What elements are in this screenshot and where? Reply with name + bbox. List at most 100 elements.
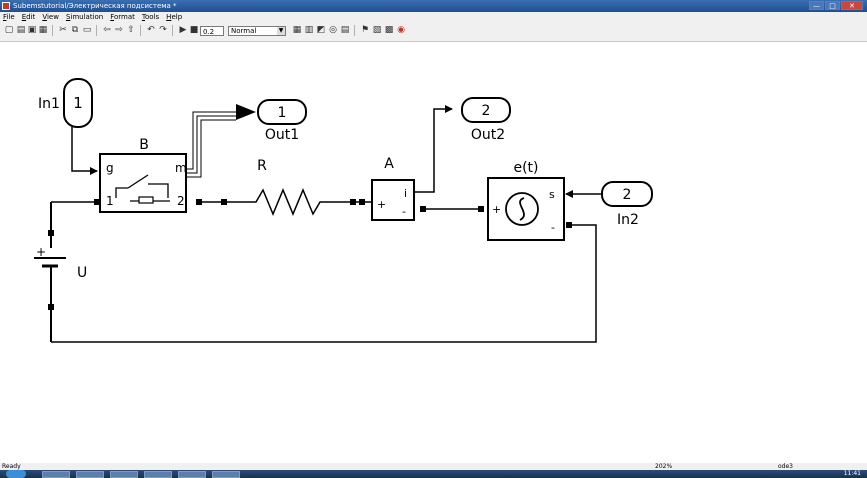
- open-icon[interactable]: ▤: [16, 25, 26, 35]
- taskbar-item[interactable]: [178, 471, 206, 478]
- toolbar-separator: [140, 25, 141, 36]
- resistor-name: R: [257, 158, 267, 174]
- signal-icon[interactable]: ▧: [372, 25, 382, 35]
- close-button[interactable]: ✕: [841, 1, 863, 10]
- out2-port[interactable]: 2: [461, 97, 511, 123]
- back-icon[interactable]: ⇦: [103, 25, 111, 35]
- in1-label: In1: [38, 96, 60, 112]
- in1-number: 1: [73, 94, 83, 112]
- ammeter-port-plus: +: [377, 198, 386, 211]
- in2-number: 2: [623, 187, 632, 203]
- title-bar: Subemstutorial/Электрическая подсистема …: [0, 0, 867, 12]
- toolbar-separator: [52, 25, 53, 36]
- menu-bar: File Edit View Simulation Format Tools H…: [0, 12, 867, 22]
- solver-name: ode3: [778, 463, 793, 470]
- ammeter-block[interactable]: + i -: [371, 179, 415, 221]
- simulation-mode-value: Normal: [231, 27, 257, 35]
- debug-icon[interactable]: ◩: [316, 25, 326, 35]
- config-icon[interactable]: ⚑: [360, 25, 370, 35]
- undo-icon[interactable]: ↶: [147, 25, 155, 35]
- breaker-port-2: 2: [177, 194, 185, 208]
- out2-number: 2: [482, 103, 491, 119]
- redo-icon[interactable]: ↷: [159, 25, 167, 35]
- menu-edit[interactable]: Edit: [21, 13, 36, 21]
- cut-icon[interactable]: ✂: [59, 25, 67, 35]
- toolbar-separator: [96, 25, 97, 36]
- signal-line[interactable]: [414, 105, 453, 193]
- model-canvas[interactable]: 1 In1 g m 1 2 B 1 Out1: [0, 42, 867, 463]
- source-port-minus: -: [551, 221, 555, 234]
- out1-label: Out1: [265, 127, 299, 143]
- wire[interactable]: [51, 224, 597, 343]
- toolbar-separator: [354, 25, 355, 36]
- toolbar-separator: [172, 25, 173, 36]
- status-bar: Ready 202% ode3: [0, 463, 867, 470]
- stop-time-input[interactable]: 0.2: [200, 26, 224, 36]
- toolbar: ▢ ▤ ▣ ▦ ✂ ⧉ ▭ ⇦ ⇨ ⇧ ↶ ↷ ▶ ■ 0.2 Normal ▼…: [0, 22, 867, 42]
- forward-icon[interactable]: ⇨: [115, 25, 123, 35]
- out1-port[interactable]: 1: [257, 99, 307, 125]
- menu-file[interactable]: File: [3, 13, 15, 21]
- menu-format[interactable]: Format: [110, 13, 135, 21]
- stop-icon[interactable]: ■: [189, 25, 199, 35]
- taskbar-item[interactable]: [42, 471, 70, 478]
- app-icon: [2, 2, 10, 10]
- ammeter-port-minus: -: [402, 205, 406, 218]
- taskbar-item[interactable]: [144, 471, 172, 478]
- battery-block[interactable]: +: [34, 202, 66, 342]
- simulation-mode-select[interactable]: Normal ▼: [228, 26, 286, 36]
- new-icon[interactable]: ▢: [4, 25, 14, 35]
- menu-help[interactable]: Help: [166, 13, 183, 21]
- battery-plus-sign: +: [36, 245, 46, 259]
- print-icon[interactable]: ▦: [38, 25, 48, 35]
- up-icon[interactable]: ⇧: [127, 25, 135, 35]
- signal-line[interactable]: [71, 127, 98, 175]
- breaker-port-1: 1: [106, 194, 114, 208]
- out2-label: Out2: [471, 127, 505, 143]
- taskbar-item[interactable]: [110, 471, 138, 478]
- ammeter-name: A: [384, 156, 394, 172]
- save-icon[interactable]: ▣: [27, 25, 37, 35]
- target-icon[interactable]: ◉: [397, 25, 405, 35]
- record-icon[interactable]: ▩: [384, 25, 394, 35]
- taskbar: 11:41: [0, 470, 867, 478]
- start-button[interactable]: [6, 470, 26, 478]
- resistor-block[interactable]: [236, 188, 350, 216]
- out1-number: 1: [278, 105, 287, 121]
- paste-icon[interactable]: ▭: [82, 25, 92, 35]
- breaker-block[interactable]: g m 1 2: [99, 153, 187, 213]
- voltage-source-block[interactable]: + s -: [487, 177, 565, 241]
- source-port-s: s: [549, 188, 555, 201]
- start-icon[interactable]: ▶: [179, 25, 187, 35]
- status-text: Ready: [2, 463, 21, 470]
- taskbar-clock: 11:41: [843, 470, 861, 477]
- menu-tools[interactable]: Tools: [141, 13, 160, 21]
- taskbar-item[interactable]: [212, 471, 240, 478]
- battery-name: U: [77, 265, 87, 281]
- block-diagram: 1 In1 g m 1 2 B 1 Out1: [34, 78, 653, 343]
- build-icon[interactable]: ▤: [340, 25, 350, 35]
- breaker-port-m: m: [175, 161, 187, 175]
- breaker-name: B: [139, 137, 149, 153]
- zoom-level: 202%: [655, 463, 673, 470]
- in2-label: In2: [617, 212, 639, 228]
- model-explorer-icon[interactable]: ▥: [304, 25, 314, 35]
- ammeter-port-i: i: [404, 187, 407, 200]
- taskbar-item[interactable]: [76, 471, 104, 478]
- maximize-button[interactable]: □: [825, 1, 840, 10]
- in2-port[interactable]: 2: [601, 181, 653, 207]
- menu-view[interactable]: View: [42, 13, 59, 21]
- copy-icon[interactable]: ⧉: [71, 25, 79, 35]
- minimize-button[interactable]: —: [809, 1, 824, 10]
- window-title: Subemstutorial/Электрическая подсистема …: [13, 2, 177, 10]
- measurement-line[interactable]: [186, 111, 236, 170]
- browser-icon[interactable]: ◎: [329, 25, 337, 35]
- in1-port[interactable]: 1: [63, 78, 93, 128]
- chevron-down-icon[interactable]: ▼: [277, 27, 285, 35]
- menu-simulation[interactable]: Simulation: [65, 13, 104, 21]
- source-name: e(t): [513, 160, 538, 176]
- breaker-port-g: g: [106, 161, 114, 175]
- source-port-plus: +: [492, 203, 501, 216]
- arrow-icon: [236, 104, 256, 120]
- library-icon[interactable]: ▦: [292, 25, 302, 35]
